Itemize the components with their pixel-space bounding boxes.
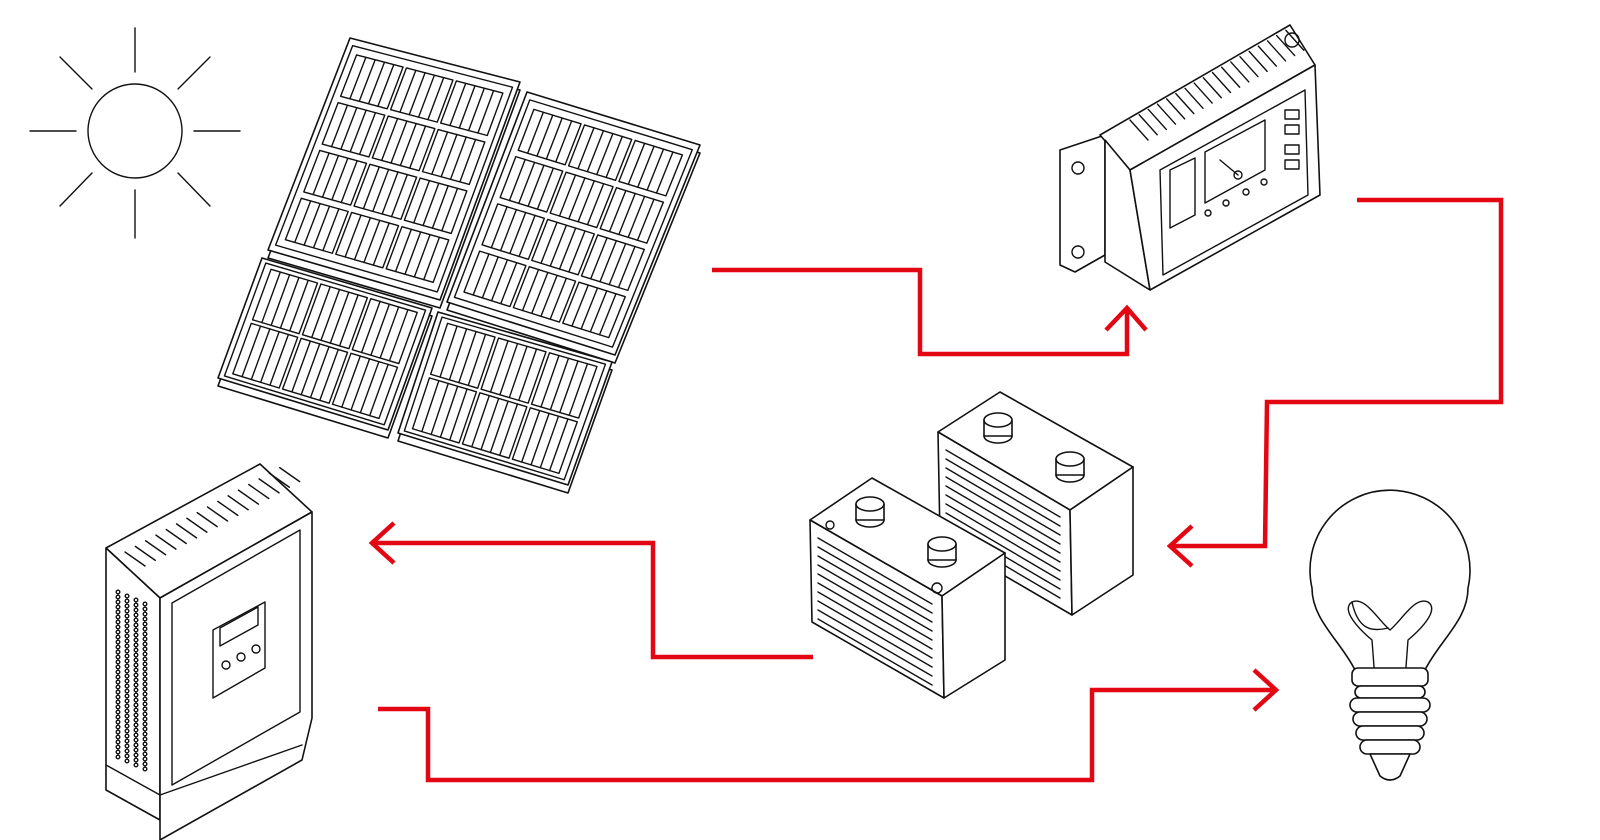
arrowhead-left xyxy=(368,521,396,565)
flow-inverter-to-bulb xyxy=(378,687,1274,783)
arrowhead-right xyxy=(1252,668,1280,712)
flow-controller-to-battery xyxy=(1172,197,1504,549)
flow-arrow-icon xyxy=(368,197,1504,783)
flow-battery-to-inverter xyxy=(374,540,813,660)
arrowhead-up xyxy=(1104,304,1148,332)
battery-icon xyxy=(809,391,1134,699)
charge-controller-icon xyxy=(1059,24,1321,291)
light-bulb-icon xyxy=(1309,489,1471,781)
arrowhead-left xyxy=(1166,524,1194,568)
inverter-icon xyxy=(105,463,313,840)
flow-panel-to-controller xyxy=(712,267,1130,357)
solar-panel-icon xyxy=(217,37,701,494)
sun-icon xyxy=(29,27,241,239)
